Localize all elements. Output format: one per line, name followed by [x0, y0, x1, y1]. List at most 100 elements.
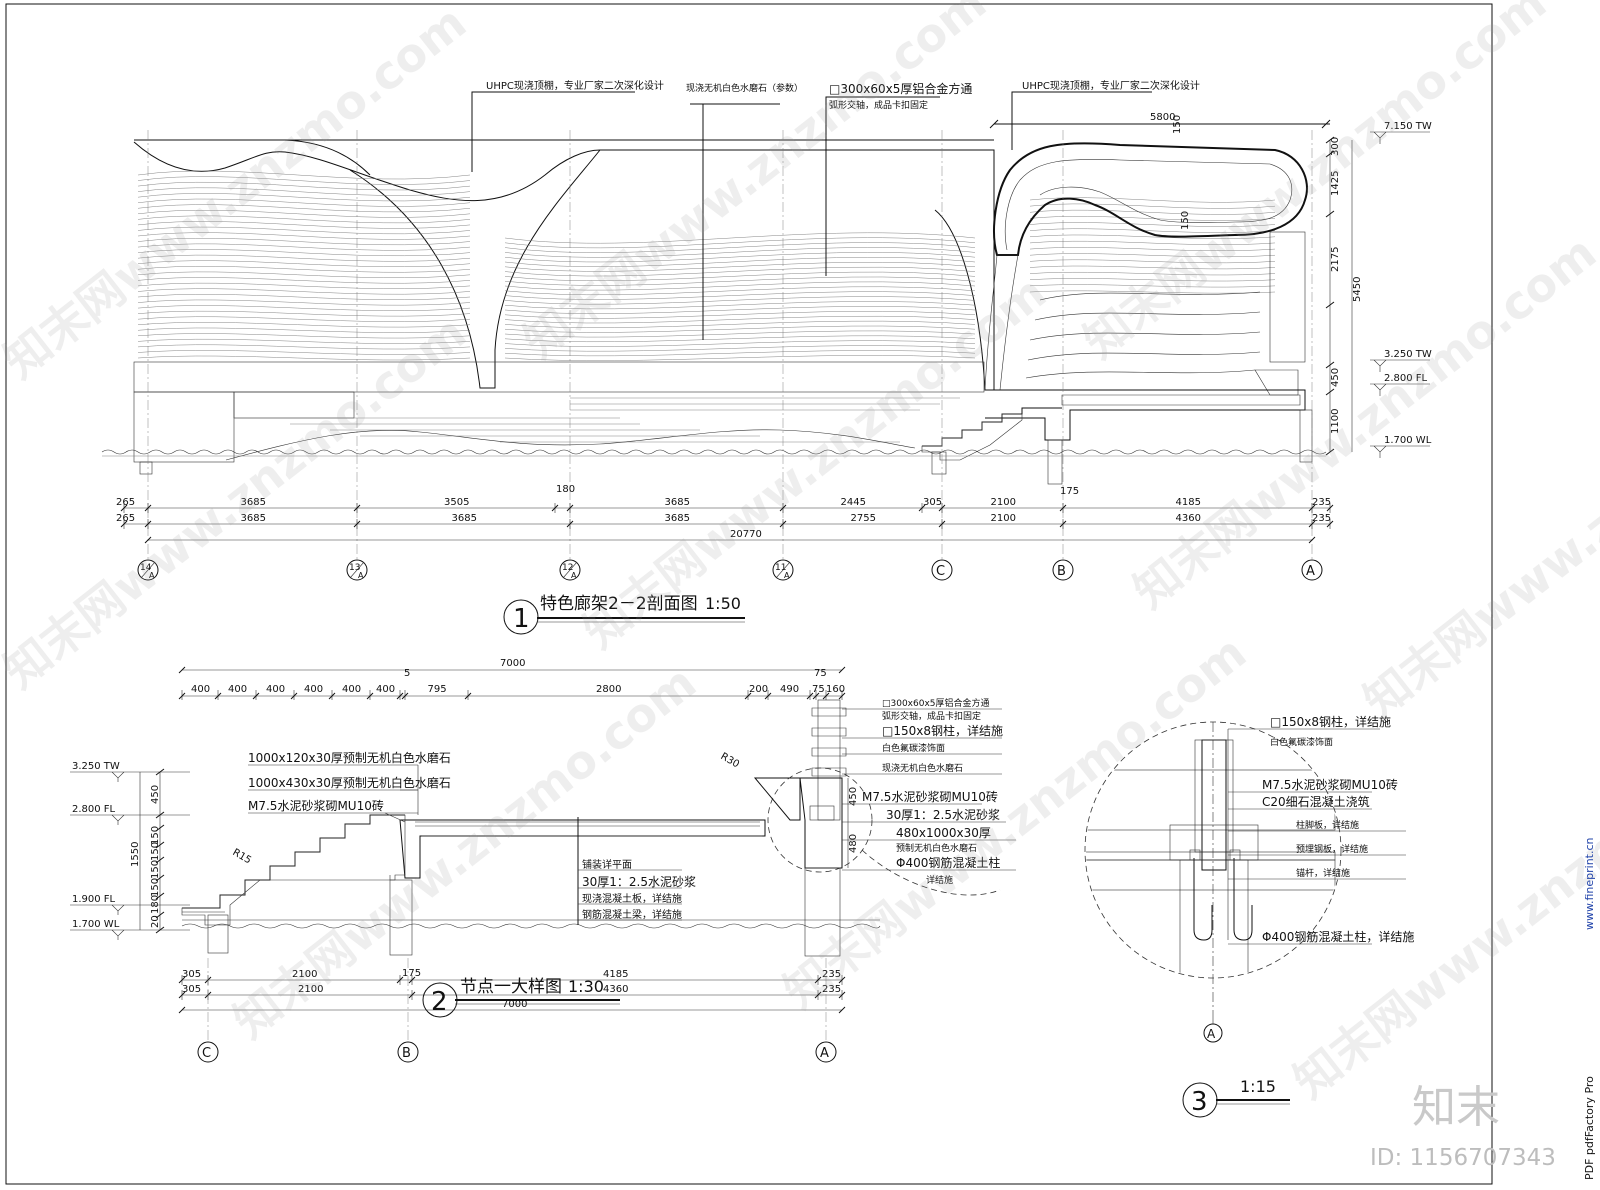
annotation-uhpc-right: UHPC现浇顶棚，专业厂家二次深化设计 [1022, 79, 1200, 92]
dim-slash [366, 692, 374, 700]
louver-line [137, 355, 471, 361]
rdim-slash [1325, 388, 1335, 396]
louver-line [1029, 253, 1276, 258]
brand-id: ID: 1156707343 [1370, 1145, 1556, 1171]
rdim-slash [1325, 361, 1335, 369]
level-mark [70, 929, 190, 940]
louver-line [1029, 284, 1276, 288]
detail-3-note: C20细石混凝土浇筑 [1262, 794, 1370, 809]
louver-line [1029, 228, 1276, 233]
rdim-label: 1425 [1330, 171, 1341, 196]
louver-line [1029, 247, 1276, 251]
dim-5800: 5800 [1150, 112, 1175, 123]
ldim-slash [155, 874, 165, 882]
ldim-slash [155, 824, 165, 832]
section-2-title-block: 2 节点一大样图 1:30 [422, 977, 620, 1018]
watermark-text: 知末网www.znzmo.com [0, 0, 476, 389]
louver-line [504, 325, 976, 333]
dim-slash [1059, 520, 1067, 528]
annotation-tube: □300x60x5厚铝合金方通 [829, 81, 972, 96]
dim-label: 3685 [241, 497, 266, 508]
level-mark [70, 904, 190, 915]
dim-slash [838, 1006, 846, 1014]
dim-slash [764, 692, 772, 700]
roof-arch-left [284, 139, 371, 176]
leader-uhpc-left [471, 91, 635, 172]
louver-line [137, 271, 471, 278]
dim-slash [178, 991, 186, 999]
dim-slash [144, 536, 152, 544]
side-app-label: PDF pdfFactory Pro [1583, 1076, 1596, 1180]
dim-label: 305 [182, 984, 201, 995]
rdim-slash [1325, 210, 1335, 218]
louver-line [137, 344, 471, 350]
dim-label: 235 [822, 984, 841, 995]
dim-slash [838, 991, 846, 999]
louver-line [504, 311, 976, 319]
louver-line [504, 315, 976, 324]
detail-water-line [181, 919, 881, 929]
right-note: □150x8钢柱，详结施 [882, 723, 1003, 738]
axis-bubble-11 [772, 559, 794, 581]
louver-line [137, 238, 471, 246]
louver-line [137, 316, 471, 322]
louver-line [1029, 209, 1276, 215]
axis-bubble-slash [775, 561, 791, 579]
dim-slash [408, 991, 416, 999]
dim-label: 200 [749, 684, 768, 695]
axis-sub: A [571, 571, 577, 580]
louver-line [137, 221, 471, 229]
dim-label: 235 [1312, 513, 1331, 524]
dim-label: 175 [402, 968, 421, 979]
dim-label: 265 [116, 497, 135, 508]
ldim-slash [155, 911, 165, 919]
level-label: 1.700 WL [72, 919, 120, 930]
section-1-title-block: 1 特色廊架2－2剖面图 1:50 [503, 594, 745, 635]
ldim-slash [155, 768, 165, 776]
louver-line [504, 266, 976, 277]
dim-label: 305 [923, 497, 942, 508]
louver-line [504, 320, 976, 328]
louver-band-left [137, 170, 471, 361]
dim-slash [838, 666, 846, 674]
louver-line [137, 288, 471, 295]
louver-line [504, 296, 976, 305]
axis-bubble-c [197, 1041, 219, 1063]
dim-total-label: 7000 [500, 658, 525, 669]
dim-label: 2445 [841, 497, 866, 508]
water-line [101, 449, 1327, 457]
louver-band-right [1029, 197, 1276, 294]
detail-3-note: M7.5水泥砂浆砌MU10砖 [1262, 777, 1398, 792]
louver-line [1029, 265, 1276, 270]
detail-column-upper [817, 699, 841, 821]
dim-slash [566, 520, 574, 528]
louver-line [504, 306, 976, 314]
louver-line [504, 252, 976, 263]
detail-3-note: 白色氟碳漆饰面 [1270, 736, 1333, 748]
note-leader [384, 765, 419, 823]
ldim-slash [155, 841, 165, 849]
watermark-text: 知末网www.znzmo.com [1284, 715, 1600, 1109]
louver-line [137, 294, 471, 300]
dim-label: 2100 [991, 497, 1016, 508]
level-mark [1370, 383, 1430, 396]
louver-line [1029, 234, 1276, 239]
dim-total-label: 20770 [730, 529, 762, 540]
louver-line [504, 257, 976, 267]
detail-3-note: □150x8钢柱，详结施 [1270, 714, 1391, 729]
dim-label: 2100 [298, 984, 323, 995]
left-note: 1000x120x30厚预制无机白色水磨石 [248, 750, 451, 765]
axis-bubble-14 [137, 559, 159, 581]
ldim-slash [155, 856, 165, 864]
louver-line [504, 301, 976, 310]
watermark-text: 知末网www.znzmo.com [514, 0, 997, 369]
dim-slash [1308, 504, 1316, 512]
right-note: 弧形交轴，成品卡扣固定 [882, 710, 981, 722]
dim-slash [838, 692, 846, 700]
dim-slash [814, 991, 822, 999]
